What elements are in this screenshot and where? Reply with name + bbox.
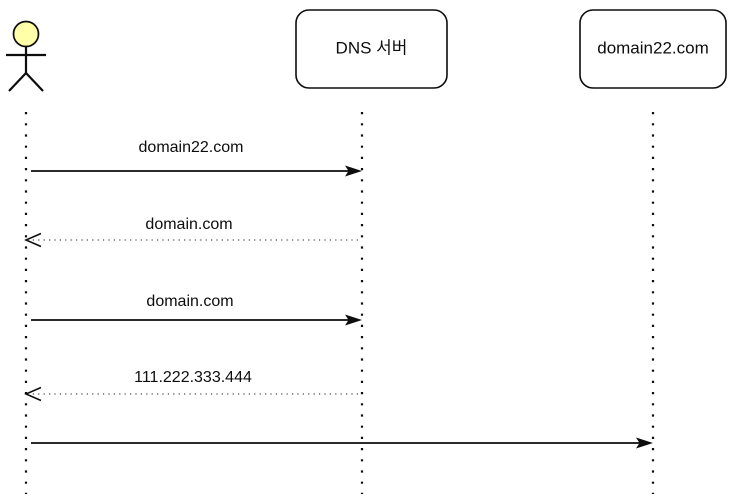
participant-box-domain22[interactable]: domain22.com [579, 9, 727, 89]
message-4-label: 111.222.333.444 [134, 369, 252, 386]
participant-box-dns-server[interactable]: DNS 서버 [295, 9, 448, 89]
message-4-ip-address-reply[interactable]: 111.222.333.444 [24, 369, 358, 402]
message-1-arrowhead-icon [345, 165, 362, 177]
participant-label-dns-server: DNS 서버 [336, 38, 408, 57]
message-5-site-request[interactable] [31, 437, 653, 449]
participant-label-domain22: domain22.com [597, 38, 709, 57]
message-2-arrowhead-icon [24, 232, 42, 248]
participant-box-domain22-rect [579, 9, 727, 89]
message-1-label: domain22.com [139, 139, 244, 156]
message-4-arrowhead-icon [24, 386, 42, 402]
message-2-domain-reply[interactable]: domain.com [24, 216, 358, 248]
actor-stick-figure[interactable] [6, 20, 46, 92]
message-3-arrowhead-icon [345, 314, 362, 326]
actor-left-leg-line [8, 72, 27, 92]
actor-right-leg-line [25, 72, 44, 92]
message-1-domain22-request[interactable]: domain22.com [31, 139, 362, 177]
participant-box-dns-server-rect [295, 9, 448, 89]
message-3-domain-request[interactable]: domain.com [31, 293, 362, 326]
message-3-label: domain.com [146, 293, 233, 310]
message-2-label: domain.com [145, 216, 232, 233]
actor-head-icon [12, 20, 40, 48]
message-5-arrowhead-icon [636, 437, 653, 449]
lifelines-group [24, 112, 655, 494]
